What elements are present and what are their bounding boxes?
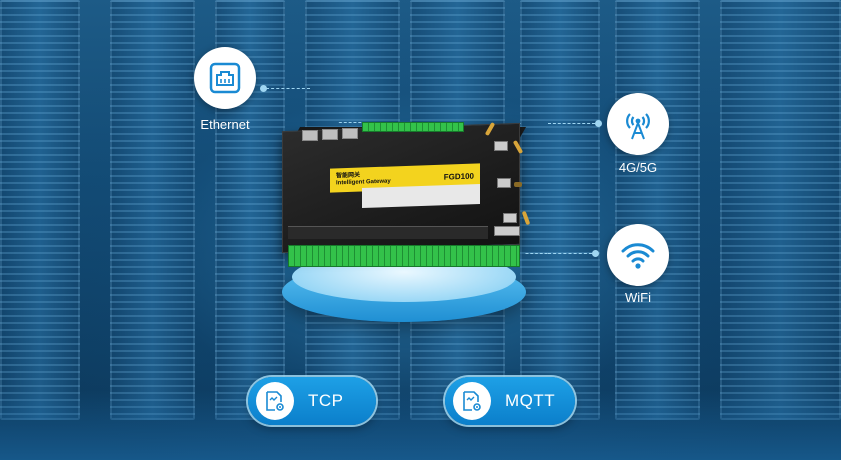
antenna-connector bbox=[514, 182, 522, 187]
cellular-label: 4G/5G bbox=[618, 160, 658, 175]
wifi-label: WiFi bbox=[625, 290, 651, 305]
device-model: FGD100 bbox=[443, 171, 474, 182]
protocol-pill-mqtt[interactable]: MQTT bbox=[445, 377, 575, 425]
protocol-document-gear-icon bbox=[266, 391, 284, 411]
device-port bbox=[342, 128, 358, 139]
device-side-tag bbox=[494, 226, 520, 236]
server-rack bbox=[720, 0, 841, 420]
pill-icon-badge bbox=[453, 382, 491, 420]
floor-glow bbox=[0, 390, 841, 460]
device-side-tag bbox=[497, 178, 511, 188]
pill-icon-badge bbox=[256, 382, 294, 420]
connector-dot bbox=[595, 120, 602, 127]
cell-tower-icon bbox=[626, 113, 650, 140]
server-rack bbox=[520, 0, 600, 420]
wifi-icon bbox=[621, 243, 655, 269]
protocol-document-gear-icon bbox=[463, 391, 481, 411]
front-terminal-block bbox=[288, 245, 520, 267]
device-side-tag bbox=[503, 213, 517, 223]
cellular-connector-line bbox=[548, 123, 595, 124]
server-rack bbox=[0, 0, 80, 420]
ethernet-port-icon bbox=[209, 62, 241, 94]
server-rack bbox=[615, 0, 700, 420]
device-name-en: Intelligent Gateway bbox=[336, 178, 391, 187]
protocol-label: TCP bbox=[308, 391, 344, 410]
device-port bbox=[302, 130, 318, 141]
device-port bbox=[322, 129, 338, 140]
protocol-pill-tcp[interactable]: TCP bbox=[248, 377, 376, 425]
connector-dot bbox=[260, 85, 267, 92]
top-terminal-block bbox=[362, 122, 464, 132]
protocol-label: MQTT bbox=[505, 391, 556, 410]
front-terminal-labels bbox=[288, 226, 488, 239]
wifi-badge bbox=[607, 224, 669, 286]
device-info-panel bbox=[362, 183, 480, 209]
device-side-tag bbox=[494, 141, 508, 151]
ethernet-connector-line bbox=[266, 88, 310, 89]
cellular-badge bbox=[607, 93, 669, 155]
connector-dot bbox=[592, 250, 599, 257]
ethernet-label: Ethernet bbox=[200, 117, 250, 132]
server-rack bbox=[110, 0, 195, 420]
ethernet-badge bbox=[194, 47, 256, 109]
wifi-connector-line bbox=[548, 253, 592, 254]
